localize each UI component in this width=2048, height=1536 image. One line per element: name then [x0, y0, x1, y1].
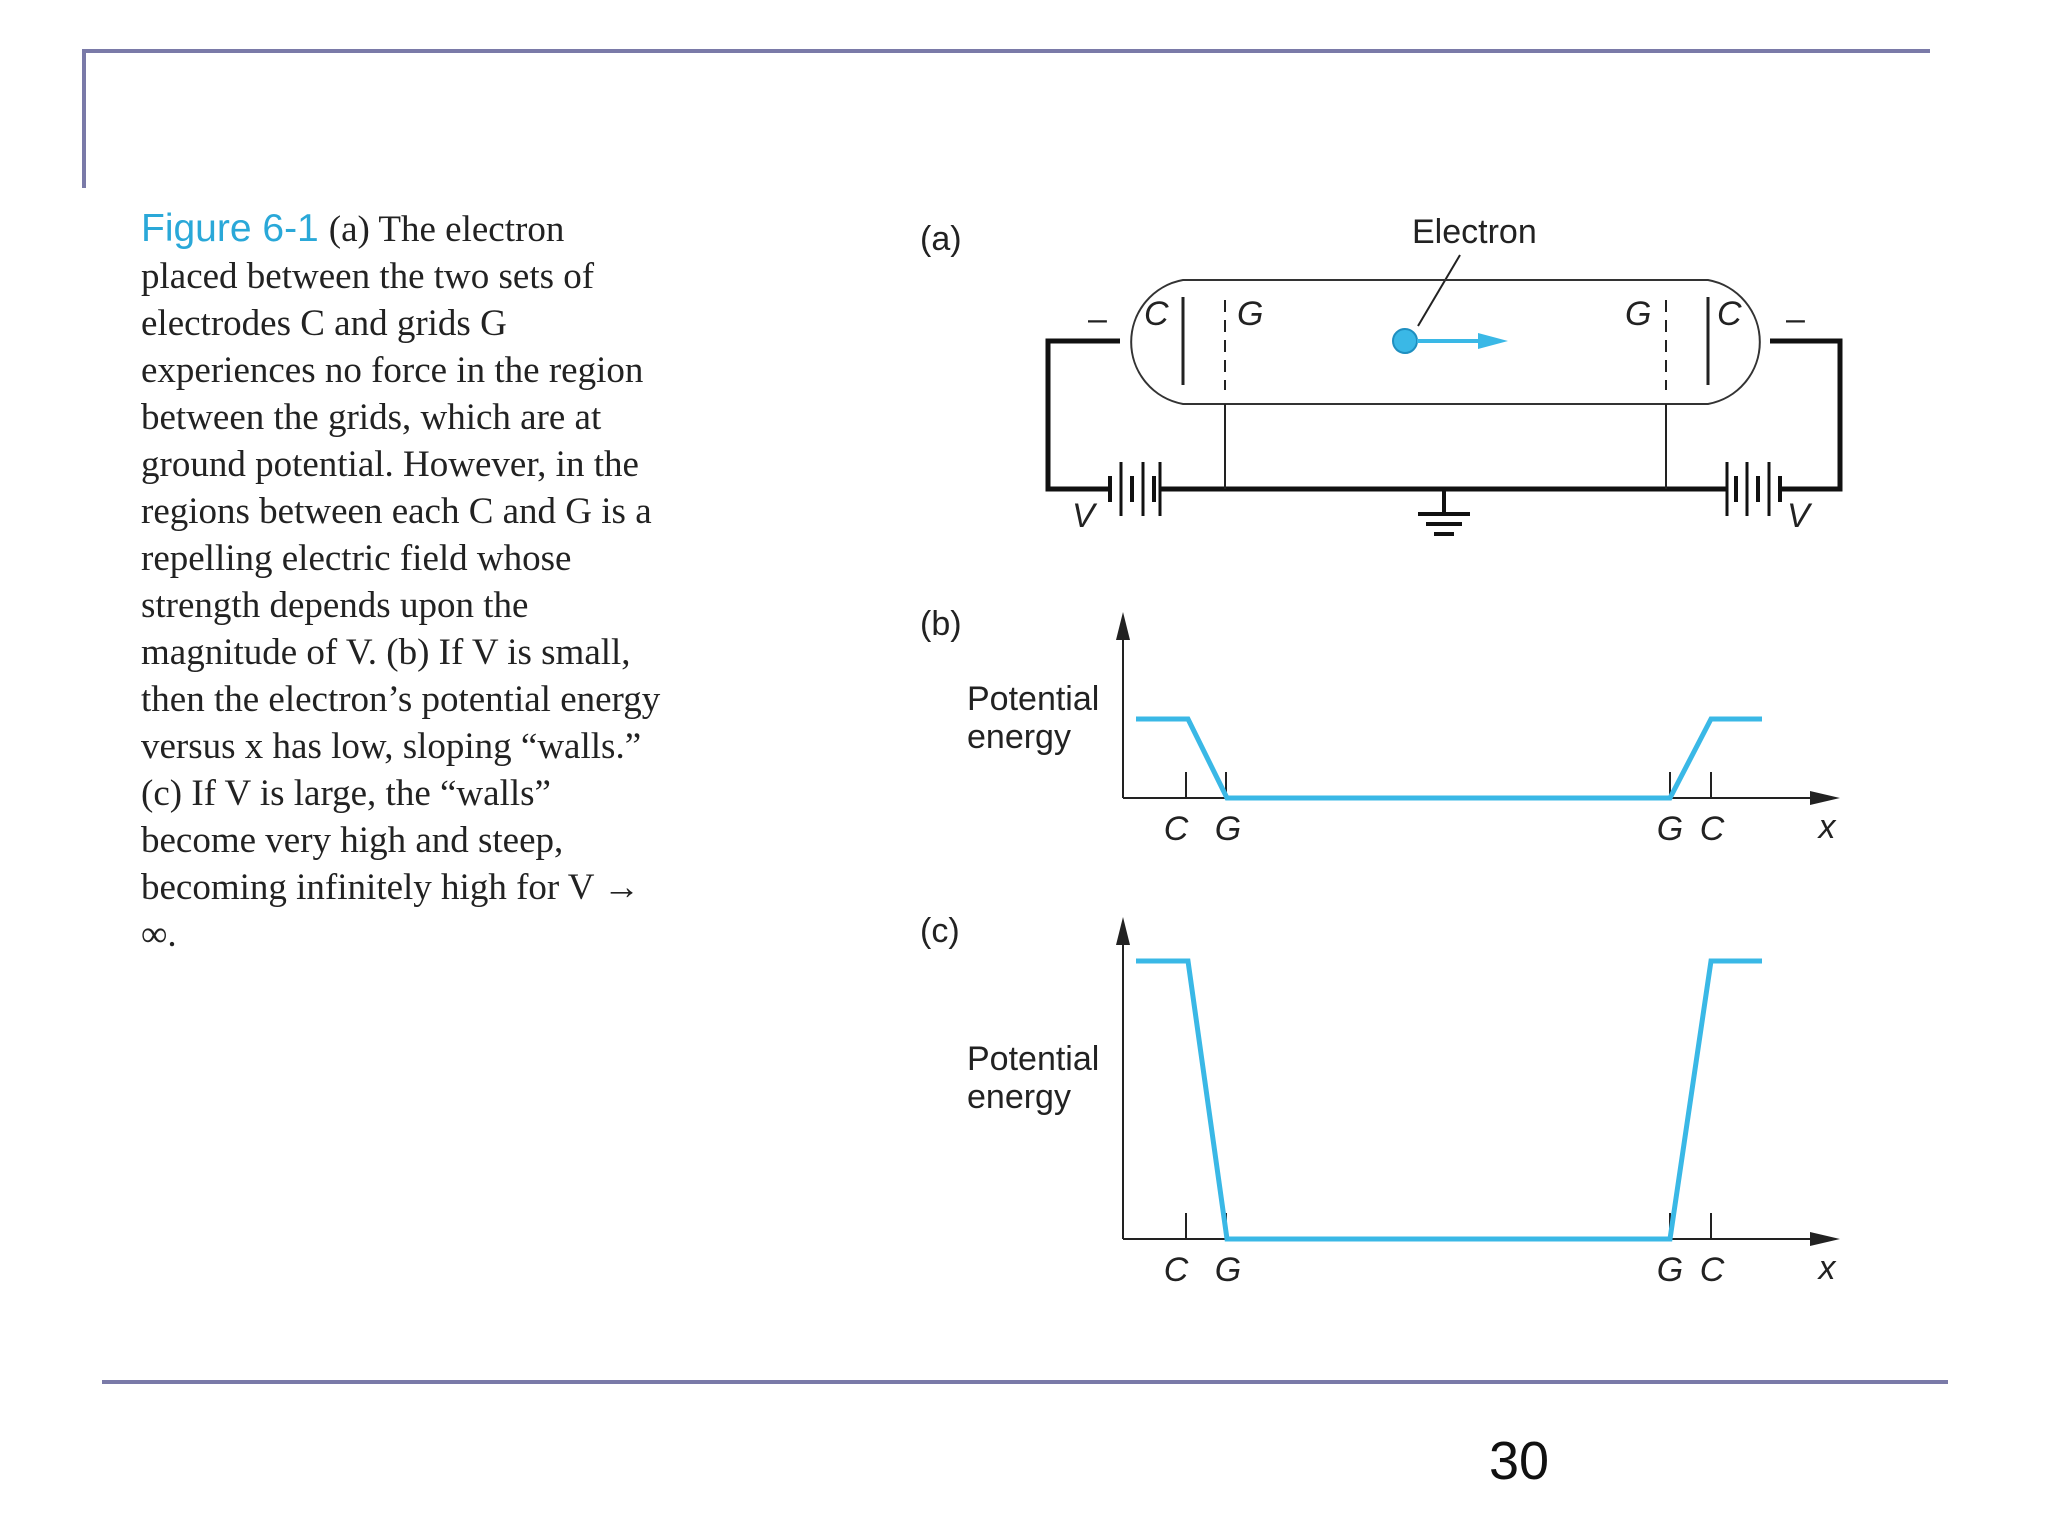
panel-b-tick-label-c-right: C: [1700, 810, 1725, 848]
panel-a-label: (a): [920, 220, 962, 258]
figure-label: Figure 6-1: [141, 207, 319, 250]
frame-top-line: [84, 49, 1930, 53]
panel-c-x-arrow: [1810, 1232, 1840, 1246]
minus-left-label: –: [1088, 300, 1107, 338]
vacuum-tube: [1130, 279, 1761, 405]
panel-c-potential-curve: [1136, 958, 1762, 1242]
panel-b-x-label: x: [1817, 808, 1837, 846]
panel-b-tick-label-g-left: G: [1215, 810, 1241, 848]
panel-b-potential-curve: [1136, 716, 1762, 801]
figure-caption: Figure 6-1(a) The electron placed betwee…: [141, 205, 661, 958]
panel-b-ylabel-line1: Potential: [967, 680, 1099, 718]
electron-pointer-line: [1417, 254, 1461, 327]
electron-label: Electron: [1412, 213, 1537, 251]
frame-bottom-line: [102, 1380, 1948, 1384]
ground-icon: [1418, 489, 1470, 536]
electron-dot: [1392, 328, 1418, 354]
panel-c-label: (c): [920, 912, 960, 950]
caption-text: (a) The electron placed between the two …: [141, 209, 661, 955]
wire-right: [1770, 338, 1843, 492]
panel-c-x-label: x: [1817, 1249, 1837, 1287]
electrode-right-label: C: [1717, 295, 1742, 333]
panel-b-x-arrow: [1810, 791, 1840, 805]
panel-b-tick-label-g-right: G: [1657, 810, 1683, 848]
battery-left-label: V: [1072, 497, 1098, 535]
panel-b-tick-label-c-left: C: [1164, 810, 1189, 848]
panel-c-tick-label-c-left: C: [1164, 1251, 1189, 1289]
grid-left-label: G: [1237, 295, 1263, 333]
grid-right-label: G: [1625, 295, 1651, 333]
panel-b-y-arrow: [1116, 612, 1130, 640]
panel-c-tick-label-g-right: G: [1657, 1251, 1683, 1289]
panel-b-ylabel-line2: energy: [967, 718, 1071, 756]
frame-left-line: [82, 49, 86, 188]
panel-c-ylabel-line1: Potential: [967, 1040, 1099, 1078]
wire-left: [1045, 338, 1120, 492]
minus-right-label: –: [1786, 300, 1805, 338]
electrode-left-label: C: [1144, 295, 1169, 333]
panel-c-tick-label-c-right: C: [1700, 1251, 1725, 1289]
battery-left: [1108, 462, 1162, 516]
panel-b-label: (b): [920, 605, 962, 643]
battery-right: [1725, 462, 1782, 516]
battery-right-label: V: [1787, 497, 1813, 535]
page-number: 30: [1489, 1431, 1550, 1491]
panel-c-y-arrow: [1116, 917, 1130, 945]
panel-c-ylabel-line2: energy: [967, 1078, 1071, 1116]
panel-c-tick-label-g-left: G: [1215, 1251, 1241, 1289]
electron-arrow-head: [1478, 333, 1508, 349]
